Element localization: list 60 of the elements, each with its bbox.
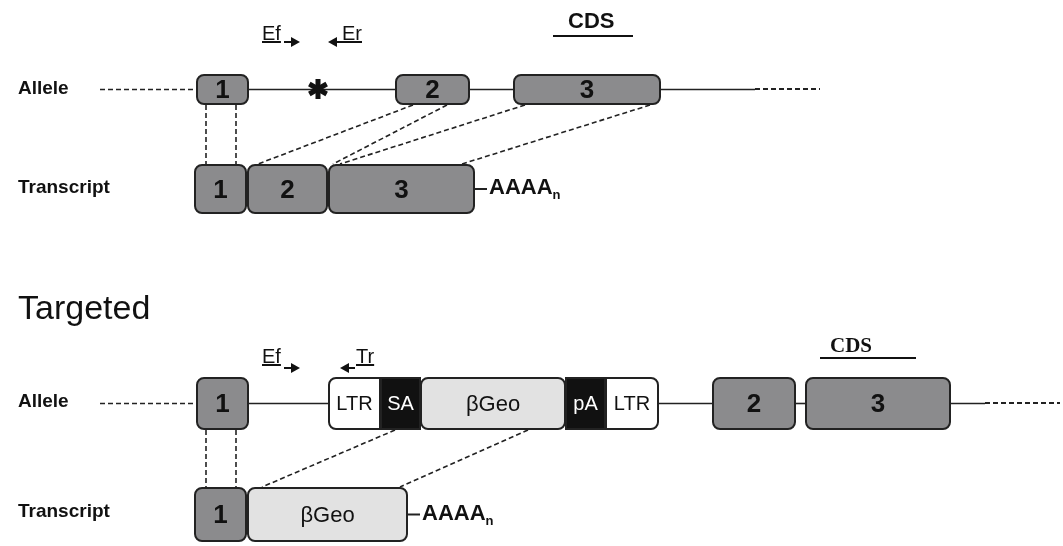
segment-label: 3: [579, 74, 595, 105]
dashed-mapping-line: [261, 429, 396, 488]
dashed-mapping-line: [339, 104, 526, 165]
row-label: Transcript: [18, 176, 110, 198]
segment-label: LTR: [613, 392, 651, 415]
segment-label: 2: [746, 388, 762, 419]
dashed-mapping-line: [235, 104, 237, 165]
polya-tail-label: AAAA$_{n}$: [422, 499, 494, 528]
backbone-line: [660, 88, 756, 91]
vector-segment-box: [420, 377, 566, 430]
segment-label: 3: [870, 388, 886, 419]
segment-label: 2: [280, 173, 295, 205]
exon-box: [513, 74, 661, 105]
segment-label: 3: [394, 173, 409, 205]
exon-box: [247, 164, 328, 214]
vector-segment-box: [605, 377, 659, 430]
segment-label: 1: [215, 74, 230, 105]
row-label: Allele: [18, 390, 69, 412]
dashed-mapping-line: [235, 429, 237, 488]
segment-label: 1: [215, 388, 230, 419]
primer-label: Er: [342, 22, 362, 45]
dashed-mapping-line: [399, 429, 529, 488]
segment-label: pA: [573, 392, 598, 415]
segment-label: LTR: [336, 392, 373, 415]
vector-segment-box: [328, 377, 381, 430]
dashed-mapping-line: [205, 104, 207, 165]
exon-box: [328, 164, 475, 214]
polya-tail-label: AAAA$_{n}$: [489, 174, 561, 203]
segment-label: 1: [213, 499, 228, 530]
segment-label: 2: [425, 74, 440, 105]
backbone-line: [469, 88, 514, 91]
exon-box: [196, 74, 249, 105]
section-heading: Targeted: [18, 288, 151, 327]
backbone-line: [658, 402, 713, 405]
vector-segment-box: [565, 377, 606, 430]
primer-label: Ef: [262, 22, 281, 45]
dashed-mapping-line: [205, 429, 207, 488]
cds-label: CDS: [568, 8, 615, 34]
cds-label: CDS: [830, 333, 872, 358]
segment-label: 1: [213, 173, 228, 205]
row-label: Transcript: [18, 500, 110, 522]
exon-box: [196, 377, 249, 430]
segment-label: βGeo: [465, 390, 521, 417]
segment-label: SA: [387, 392, 414, 415]
vector-segment-box: [380, 377, 421, 430]
dashed-mapping-line: [257, 104, 414, 165]
row-label: Allele: [18, 77, 69, 99]
dashed-mapping-line: [461, 104, 651, 165]
exon-box: [194, 164, 247, 214]
exon-box: [712, 377, 796, 430]
segment-label: βGeo: [300, 501, 355, 528]
exon-box: [805, 377, 951, 430]
backbone-line: [248, 402, 329, 405]
vector-segment-box: [247, 487, 408, 542]
exon-box: [395, 74, 470, 105]
primer-label: Ef: [262, 345, 281, 368]
exon-box: [194, 487, 247, 542]
backbone-line: [950, 402, 986, 405]
backbone-line: [248, 88, 396, 91]
primer-label: Tr: [356, 345, 375, 368]
